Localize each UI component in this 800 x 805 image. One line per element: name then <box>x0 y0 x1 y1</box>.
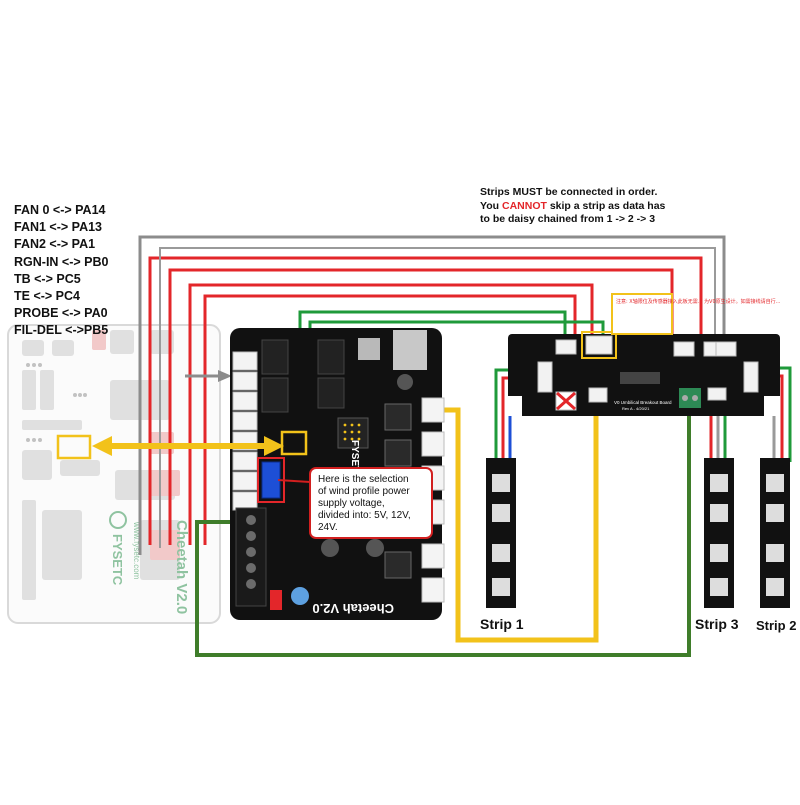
wire-green-ground <box>195 410 691 657</box>
notice-warning-word: CANNOT <box>501 199 547 212</box>
wire-red-3 <box>188 283 594 545</box>
wire-green-1 <box>298 310 567 342</box>
board-mirror-silkscreen: FYSETC www.fysetc.com Cheetah V2.0 <box>7 324 221 624</box>
pin-map-fil-del: FIL-DEL <->PB5 <box>14 323 109 338</box>
board-brand: FYSETC <box>349 440 360 479</box>
wire-yellow-power <box>430 407 599 643</box>
pin-map-tb: TB <-> PC5 <box>14 271 81 286</box>
board-name-mirror: Cheetah V2.0 <box>173 520 190 614</box>
led-strip-2 <box>760 458 790 608</box>
wire-red-1 <box>148 256 703 545</box>
wire-gray-2 <box>159 247 716 548</box>
strip-2-label: Strip 2 <box>756 618 797 633</box>
board-url-mirror: www.fysetc.com <box>132 521 141 580</box>
strip-order-notice: Strips MUST be connected in order. You C… <box>480 186 665 227</box>
board-brand-mirror: FYSETC <box>110 534 125 586</box>
breakout-title: V0 Umbilical Breakout Board <box>614 400 672 405</box>
pin-mapping-list: FAN 0 <-> PA14 FAN1 <-> PA13 FAN2 <-> PA… <box>14 202 108 340</box>
notice-line-2: You CANNOT skip a strip as data has <box>480 199 666 212</box>
wire-red-4 <box>203 294 577 545</box>
breakout-note: 注意: X轴限位及传感器接入此板无需... 为V0原生设计。如需接线请自行... <box>616 298 781 305</box>
strip-3-label: Strip 3 <box>695 616 739 632</box>
voltage-callout-text: Here is the selection of wind profile po… <box>318 474 411 533</box>
pin-map-fan1: FAN1 <-> PA13 <box>14 220 103 235</box>
pin-map-rgn-in: RGN-IN <-> PB0 <box>14 254 109 269</box>
voltage-callout-box <box>277 467 433 539</box>
mirror-arrow <box>92 436 284 456</box>
umbilical-breakout-board: 注意: X轴限位及传感器接入此板无需... 为V0原生设计。如需接线请自行...… <box>508 293 781 416</box>
wire-gray-top <box>138 235 726 555</box>
notice-line-1: Strips MUST be connected in order. <box>480 186 658 198</box>
breakout-rev: Rev A - 4/20/21 <box>622 406 650 411</box>
pin-map-probe: PROBE <-> PA0 <box>14 306 108 321</box>
pin-map-te: TE <-> PC4 <box>14 289 80 304</box>
led-strip-1 <box>486 458 516 608</box>
strip-1-label: Strip 1 <box>480 616 524 632</box>
notice-line-3: to be daisy chained from 1 -> 2 -> 3 <box>480 213 656 225</box>
pin-map-fan2: FAN2 <-> PA1 <box>14 237 96 252</box>
pin-map-fan0: FAN 0 <-> PA14 <box>14 203 106 217</box>
led-strip-3 <box>704 458 734 608</box>
board-name: Cheetah V2.0 <box>312 601 394 616</box>
